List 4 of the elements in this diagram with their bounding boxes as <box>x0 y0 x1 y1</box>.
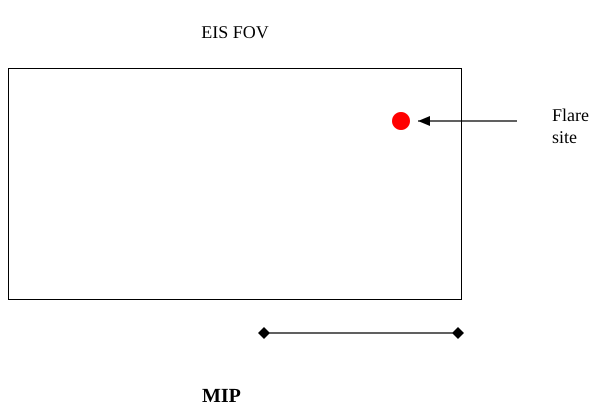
arrow <box>418 116 517 126</box>
flare-site-label: Flare site <box>552 104 590 148</box>
box-title: EIS FOV <box>201 22 269 43</box>
dimension-label: MIP <box>202 385 241 408</box>
